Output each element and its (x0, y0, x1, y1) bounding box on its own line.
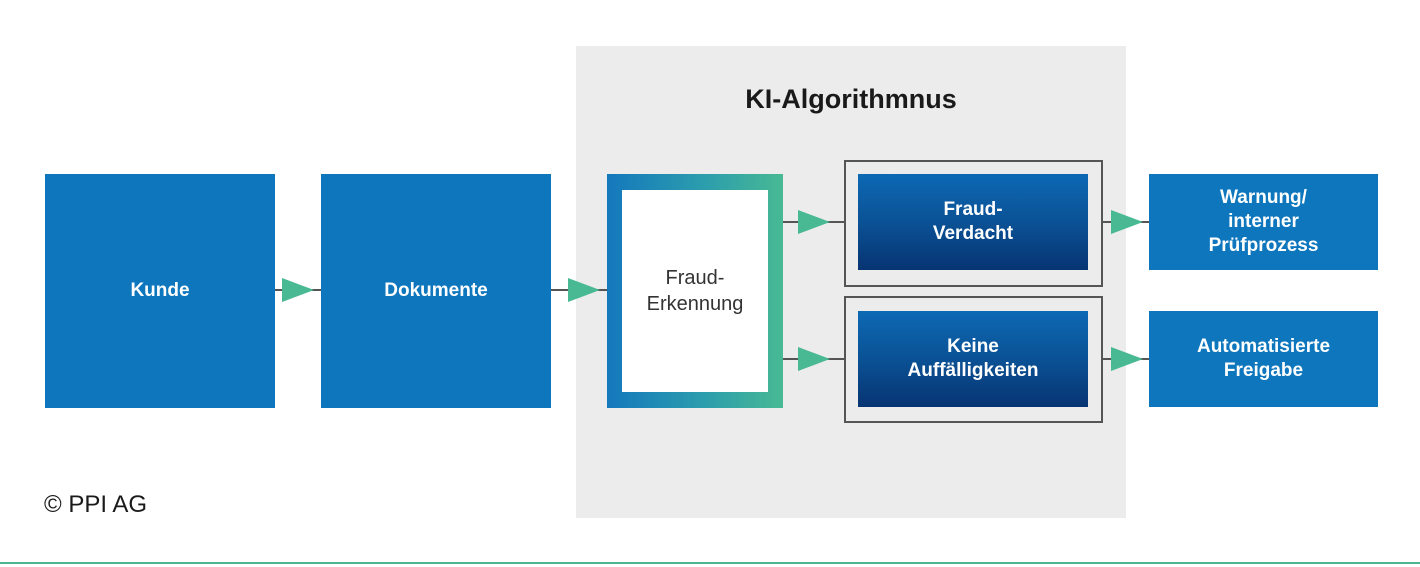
panel-title: KI-Algorithmnus (745, 84, 957, 114)
arrow-erkennung-verdacht (783, 210, 844, 234)
node-kunde-label: Kunde (130, 280, 190, 302)
node-freigabe: Automatisierte Freigabe (1149, 311, 1378, 407)
node-dokumente-label: Dokumente (384, 280, 488, 302)
node-fraud-verdacht-label: Fraud- Verdacht (932, 199, 1014, 244)
arrow-verdacht-warnung (1103, 210, 1149, 234)
node-warnung: Warnung/ interner Prüfprozess (1149, 174, 1378, 270)
node-fraud-verdacht: Fraud- Verdacht (858, 174, 1088, 270)
node-fraud-erkennung: Fraud- Erkennung (622, 190, 768, 392)
node-kunde: Kunde (45, 174, 275, 408)
node-keine-auffaelligkeiten-label: Keine Auffälligkeiten (907, 336, 1039, 381)
arrow-erkennung-keine (783, 347, 844, 371)
arrow-dokumente-erkennung (551, 278, 607, 302)
node-dokumente: Dokumente (321, 174, 551, 408)
copyright-notice: © PPI AG (44, 491, 148, 518)
arrow-keine-freigabe (1103, 347, 1149, 371)
node-freigabe-label: Automatisierte Freigabe (1196, 336, 1331, 381)
node-warnung-label: Warnung/ interner Prüfprozess (1208, 187, 1319, 256)
arrow-kunde-dokumente (275, 278, 321, 302)
node-fraud-erkennung-label: Fraud- Erkennung (646, 267, 744, 315)
node-keine-auffaelligkeiten: Keine Auffälligkeiten (858, 311, 1088, 407)
bottom-divider (0, 562, 1420, 564)
